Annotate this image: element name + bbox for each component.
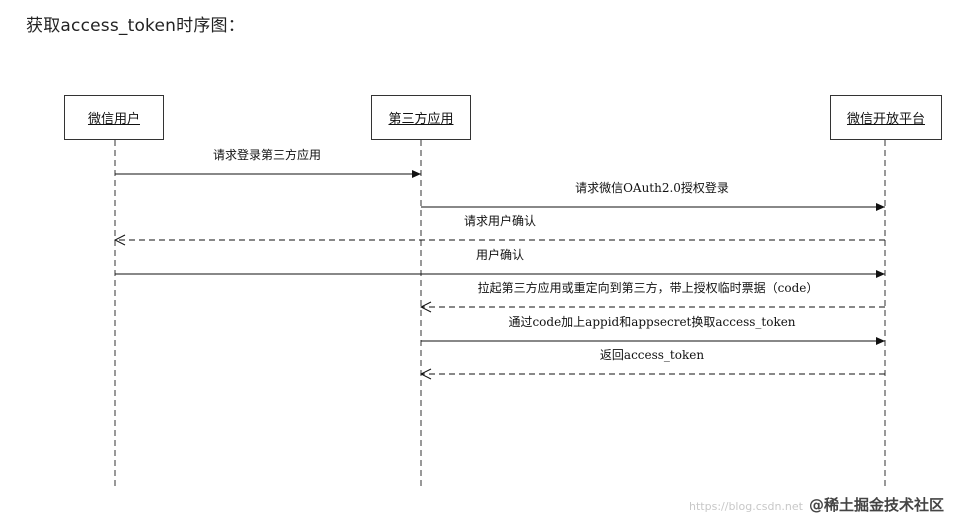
watermark-brand: @稀土掘金技术社区 [808,496,944,514]
actor-app: 第三方应用 [371,95,471,140]
message-label: 请求登录第三方应用 [212,148,322,162]
message-label: 拉起第三方应用或重定向到第三方，带上授权临时票据（code） [477,281,819,295]
actor-platform: 微信开放平台 [830,95,942,140]
actor-label: 第三方应用 [388,112,454,127]
watermark: https://blog.csdn.net @稀土掘金技术社区 [689,494,944,515]
actor-label: 微信用户 [87,112,140,127]
watermark-url: https://blog.csdn.net [689,500,803,513]
message-label: 请求微信OAuth2.0授权登录 [575,181,729,195]
actor-user: 微信用户 [64,95,164,140]
message-label: 返回access_token [599,348,705,362]
message-label: 请求用户确认 [463,214,537,228]
actor-label: 微信开放平台 [846,112,925,127]
message-label: 用户确认 [475,248,525,262]
message-label: 通过code加上appid和appsecret换取access_token [508,315,796,329]
page-title: 获取access_token时序图： [26,16,245,36]
